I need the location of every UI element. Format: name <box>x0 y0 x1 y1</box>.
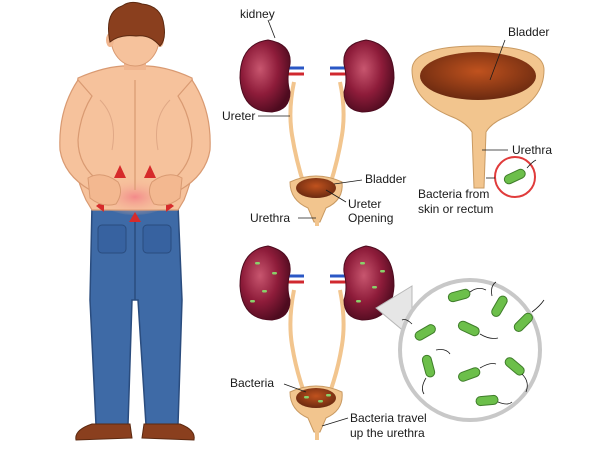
label-ureter: Ureter <box>222 109 255 123</box>
shoe-left <box>75 423 133 441</box>
bladder-closeup <box>411 39 545 198</box>
urinary-system-infected <box>239 245 395 440</box>
bacterium-icon <box>457 320 480 337</box>
hair <box>108 1 165 47</box>
label-kidney: kidney <box>240 7 275 21</box>
label-ureter-opening: Ureter <box>348 197 381 211</box>
pain-arrow-icon <box>144 165 156 178</box>
shoe-right <box>141 423 195 441</box>
label-bacteria: Bacteria <box>230 376 274 390</box>
bacterium-icon <box>504 357 525 376</box>
label-bacteria-from-2: skin or rectum <box>418 202 493 216</box>
bacterium-icon <box>491 295 508 317</box>
pain-arrow-icon <box>114 165 126 178</box>
label-bladder-top: Bladder <box>365 172 406 186</box>
pain-arrow-icon <box>129 212 141 222</box>
ureter-left-infected <box>288 289 306 393</box>
bacterium-icon <box>475 394 499 407</box>
label-ureter-opening-2: Opening <box>348 211 393 225</box>
man-figure <box>59 1 211 441</box>
label-bladder-big: Bladder <box>508 25 549 39</box>
jeans <box>89 204 183 426</box>
bacterium-icon <box>421 354 436 378</box>
kidney-left <box>239 39 291 113</box>
label-bacteria-from: Bacteria from <box>418 187 489 201</box>
magnified-bacteria-view <box>375 278 545 422</box>
label-bacteria-travel: Bacteria travel <box>350 411 427 425</box>
urinary-system-normal <box>239 19 395 226</box>
ureter-left <box>288 81 306 186</box>
back-pocket-left <box>97 224 127 254</box>
magnifier-circle <box>398 278 542 422</box>
hand-left <box>87 174 122 206</box>
ureter-right <box>328 81 346 186</box>
bacterium-icon <box>513 312 533 332</box>
label-bacteria-travel-2: up the urethra <box>350 426 425 440</box>
bacterium-icon <box>447 288 471 303</box>
bacterium-icon <box>414 324 436 341</box>
ureter-right-infected <box>328 289 346 393</box>
label-urethra-big: Urethra <box>512 143 552 157</box>
kidney-left-infected <box>239 245 291 321</box>
bacterium-icon <box>458 367 481 382</box>
back-pocket-right <box>142 224 172 254</box>
hand-right <box>148 174 183 206</box>
kidney-right <box>343 39 395 113</box>
label-urethra-top: Urethra <box>250 211 290 225</box>
